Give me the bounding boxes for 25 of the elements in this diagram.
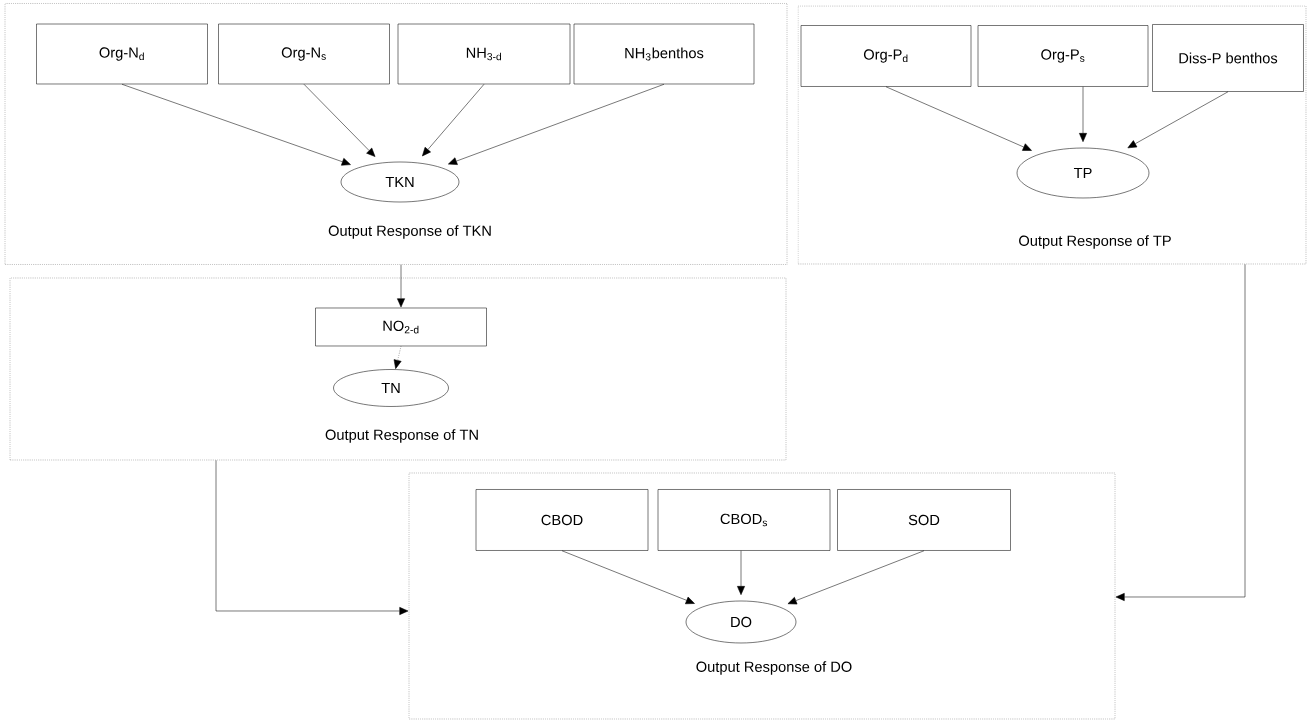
variable-box: Diss-P benthos: [1152, 24, 1304, 92]
arrow: [1115, 264, 1246, 601]
variable-box: SOD: [837, 489, 1011, 551]
arrow: [121, 84, 351, 166]
variable-box: Org-P$_{d}$: [800, 25, 972, 87]
variable-box: NH$_{3-d}$: [397, 23, 571, 85]
variable-box: NO$_{2-d}$: [315, 307, 487, 347]
arrow: [303, 84, 376, 157]
variable-box: Org-P$_{s}$: [977, 25, 1149, 87]
variable-box: Org-N$_{s}$: [218, 23, 390, 85]
variable-box: CBOD: [475, 489, 649, 551]
variable-box: Org-N$_{d}$: [36, 23, 208, 85]
arrow: [1127, 91, 1229, 149]
arrow: [885, 86, 1032, 151]
variable-box: NH$_{3}$benthos: [573, 23, 755, 85]
arrow: [737, 550, 745, 595]
arrow: [397, 264, 405, 308]
arrow: [787, 550, 925, 605]
arrow: [561, 550, 695, 605]
arrow: [422, 84, 485, 157]
arrow: [393, 346, 402, 369]
arrow: [1079, 86, 1087, 142]
arrow: [448, 84, 665, 165]
variable-box: CBOD$_{s}$: [657, 489, 831, 551]
arrow: [215, 460, 409, 615]
